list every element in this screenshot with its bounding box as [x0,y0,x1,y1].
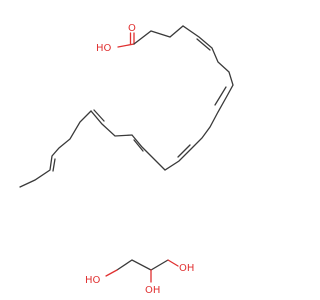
fatty-acid-structure: O HO [19,23,234,188]
double-bond-c13 [133,139,144,152]
glycerol-backbone [116,259,169,271]
glycerol-oh-right-bond [167,259,179,267]
glycerol-structure: HO OH OH [85,259,194,296]
glycerol-hydroxyl-left-label: HO [85,275,101,286]
double-bond-c7 [214,86,227,106]
hydroxyl-label: HO [96,43,112,54]
glycerol-hydroxyl-middle-label: OH [145,285,160,296]
chemical-structure-canvas: O HO HO OH OH [19,23,234,296]
glycerol-hydroxyl-right-label: OH [179,263,194,274]
double-bond-c19 [52,158,56,172]
hydroxyl-bond [117,43,135,48]
carbonyl-oxygen-label: O [128,23,136,34]
double-bond-c16 [93,109,105,122]
glycerol-oh-left-bond [105,269,118,277]
double-bond-c4 [196,38,211,51]
fatty-acid-chain [19,25,234,188]
double-bond-c10 [177,144,191,158]
